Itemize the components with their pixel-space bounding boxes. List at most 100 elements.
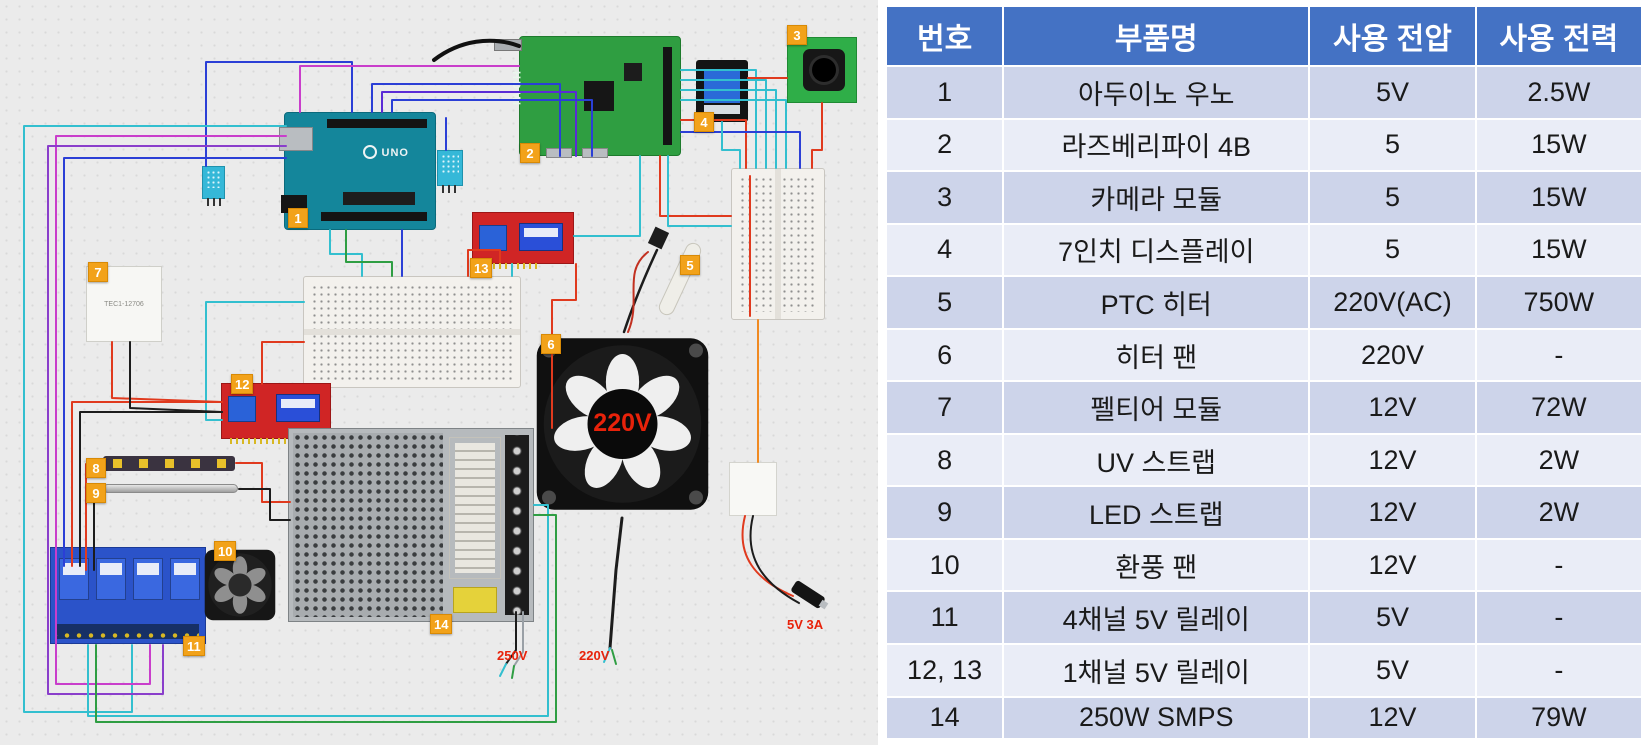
- display-screen: [704, 69, 740, 103]
- part-voltage: 12V: [1308, 485, 1477, 540]
- relay-cube: [170, 558, 200, 600]
- arduino-logo: UNO: [381, 147, 409, 159]
- ptc-connector: [647, 226, 670, 250]
- part-voltage: 5V: [1308, 65, 1477, 120]
- ptc-heater: [656, 240, 704, 318]
- gpio-header: [663, 47, 672, 145]
- part-power: 15W: [1474, 222, 1644, 278]
- part-power: -: [1474, 327, 1644, 383]
- relay-cube: [519, 223, 563, 251]
- mcu-chip: [343, 192, 415, 205]
- usb-cable-connector: [494, 39, 522, 51]
- component-number-label: 13: [470, 258, 493, 278]
- column-header: 사용 전압: [1308, 5, 1477, 67]
- fan-graphic: [536, 338, 709, 510]
- part-power: 2W: [1474, 485, 1644, 540]
- arduino-logo-icon: [363, 145, 377, 159]
- cpu-chip: [584, 81, 614, 111]
- part-voltage: 12V: [1308, 695, 1477, 741]
- component-number-label: 3: [787, 25, 807, 45]
- annotation-5v3a: 5V 3A: [787, 617, 824, 632]
- part-name: 아두이노 우노: [1002, 65, 1311, 120]
- screw-terminal-row: [57, 624, 199, 639]
- part-name: 라즈베리파이 4B: [1002, 117, 1311, 173]
- component-number-label: 5: [680, 255, 700, 275]
- fan-voltage-label: 220V: [593, 408, 652, 437]
- part-voltage: 12V: [1308, 380, 1477, 435]
- annotation-250v: 250V: [497, 648, 528, 663]
- column-header: 번호: [884, 5, 1005, 67]
- component-number-label: 4: [694, 112, 714, 132]
- part-number: 10: [884, 537, 1005, 593]
- usb-port: [279, 127, 313, 151]
- screw-terminal: [228, 396, 256, 422]
- hdmi-label: HDMI: [510, 71, 522, 108]
- part-name: UV 스트랩: [1002, 432, 1311, 488]
- relay-4ch-module: [50, 547, 206, 644]
- component-number-label: 14: [430, 614, 453, 634]
- camera-module: [787, 32, 857, 103]
- part-number: 11: [884, 590, 1005, 646]
- dht-sensor-right: [437, 150, 463, 193]
- uv-strip: [103, 456, 235, 471]
- part-name: 250W SMPS: [1002, 695, 1311, 741]
- dht-sensor-left: [202, 166, 225, 206]
- smps-mesh: [293, 433, 443, 617]
- part-power: 750W: [1474, 275, 1644, 330]
- smps-warning-sticker: [453, 587, 497, 613]
- part-power: 2W: [1474, 432, 1644, 488]
- part-number: 6: [884, 327, 1005, 383]
- component-number-label: 2: [520, 143, 540, 163]
- part-name: 환풍 팬: [1002, 537, 1311, 593]
- part-number: 9: [884, 485, 1005, 540]
- part-name: PTC 히터: [1002, 275, 1311, 330]
- part-name: 히터 팬: [1002, 327, 1311, 383]
- part-number: 5: [884, 275, 1005, 330]
- part-power: -: [1474, 590, 1644, 646]
- part-power: 79W: [1474, 695, 1644, 741]
- part-voltage: 220V(AC): [1308, 275, 1477, 330]
- part-name: 4채널 5V 릴레이: [1002, 590, 1311, 646]
- part-power: 15W: [1474, 170, 1644, 225]
- part-voltage: 5: [1308, 222, 1477, 278]
- column-header: 사용 전력: [1474, 5, 1644, 67]
- part-power: 15W: [1474, 117, 1644, 173]
- part-voltage: 12V: [1308, 432, 1477, 488]
- part-number: 3: [884, 170, 1005, 225]
- part-name: 펠티어 모듈: [1002, 380, 1311, 435]
- smps-terminal-strip: [505, 435, 529, 615]
- component-number-label: 12: [231, 374, 254, 394]
- component-number-label: 9: [86, 483, 106, 503]
- relay-1ch-module-13: [472, 212, 574, 269]
- part-voltage: 12V: [1308, 537, 1477, 593]
- usb-port: [582, 148, 608, 158]
- smps-unit: [288, 428, 534, 622]
- screw-terminal: [479, 225, 507, 251]
- column-header: 부품명: [1002, 5, 1311, 67]
- component-number-label: 11: [183, 636, 205, 656]
- part-name: 7인치 디스플레이: [1002, 222, 1311, 278]
- component-number-label: 1: [288, 208, 308, 228]
- component-number-label: 8: [86, 458, 106, 478]
- part-power: 2.5W: [1474, 65, 1644, 120]
- pin-header: [327, 119, 427, 128]
- relay-cube: [133, 558, 163, 600]
- component-number-label: 6: [541, 334, 561, 354]
- part-name: LED 스트랩: [1002, 485, 1311, 540]
- part-number: 14: [884, 695, 1005, 741]
- power-plug: [790, 579, 826, 610]
- relay-cube: [59, 558, 89, 600]
- relay-cube: [96, 558, 126, 600]
- part-power: -: [1474, 643, 1644, 698]
- part-voltage: 5: [1308, 170, 1477, 225]
- part-voltage: 5V: [1308, 590, 1477, 646]
